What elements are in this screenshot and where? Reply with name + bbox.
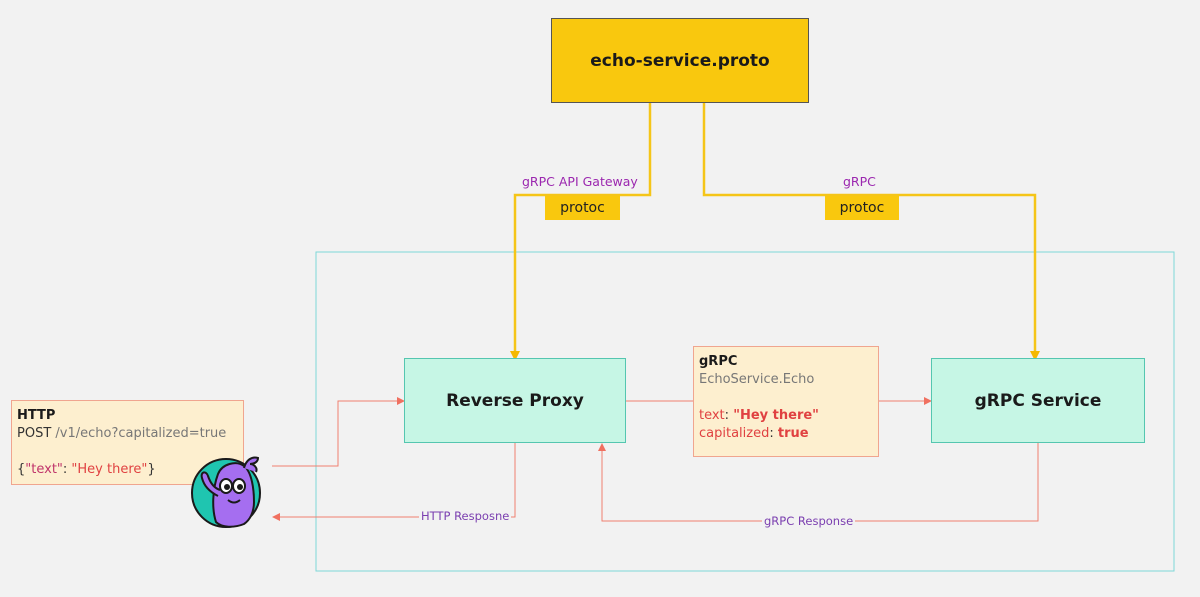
grpc-note-field-capitalized: capitalized: true [699, 425, 873, 443]
field-sep: : [724, 408, 734, 423]
http-response-label: HTTP Resposne [419, 509, 512, 523]
grpc-edge-label: gRPC [843, 174, 876, 189]
field-sep: : [769, 426, 778, 441]
brace-open: { [17, 462, 26, 477]
service-boundary-frame [315, 251, 1175, 572]
protoc-tag-grpc: protoc [825, 196, 899, 220]
waving-mascot-icon[interactable] [188, 450, 266, 530]
http-note-title: HTTP [17, 408, 56, 423]
reverse-proxy-node[interactable]: Reverse Proxy [404, 358, 626, 443]
proto-file-node[interactable]: echo-service.proto [551, 18, 809, 103]
body-sep: : [62, 462, 72, 477]
grpc-note-field-text: text: "Hey there" [699, 407, 873, 425]
grpc-note-method: EchoService.Echo [699, 372, 815, 387]
grpc-response-label: gRPC Response [762, 514, 856, 528]
grpc-note-title: gRPC [699, 354, 738, 369]
http-path: /v1/echo?capitalized=true [55, 426, 227, 441]
field-key: text [699, 408, 725, 423]
field-value: "Hey there" [733, 408, 819, 423]
http-note-request-line: POST /v1/echo?capitalized=true [17, 425, 238, 443]
http-note-body: {"text": "Hey there"} [17, 461, 238, 479]
grpc-service-node[interactable]: gRPC Service [931, 358, 1145, 443]
field-key: capitalized [699, 426, 770, 441]
protoc-tag-gateway: protoc [545, 196, 620, 220]
brace-close: } [147, 462, 156, 477]
body-key: "text" [25, 462, 63, 477]
body-value: "Hey there" [71, 462, 148, 477]
http-response-line [272, 443, 516, 521]
http-request-line [272, 397, 405, 467]
grpc-build-line [702, 103, 1040, 361]
grpc-request-note[interactable]: gRPC EchoService.Echo text: "Hey there" … [693, 346, 879, 457]
http-method: POST [17, 426, 52, 441]
gateway-build-line [510, 103, 652, 361]
gateway-edge-label: gRPC API Gateway [522, 174, 638, 189]
field-value: true [777, 426, 809, 441]
